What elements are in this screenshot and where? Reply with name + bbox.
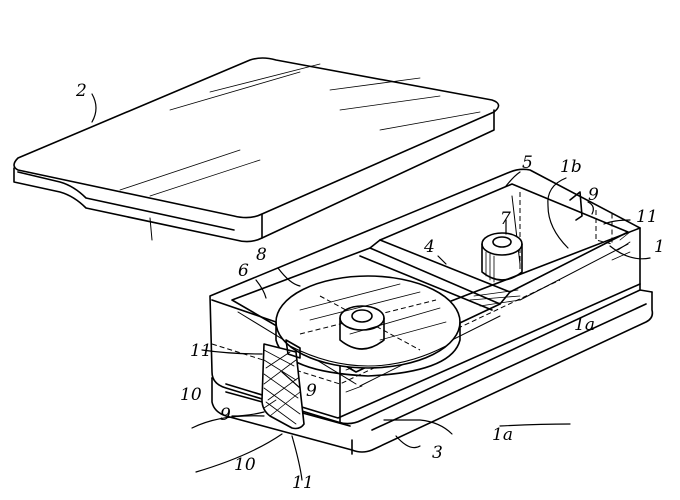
- label-1a-right: 1a: [574, 315, 595, 335]
- label-6: 6: [238, 261, 249, 281]
- lid: [13, 57, 500, 243]
- label-10-upper: 10: [180, 385, 202, 405]
- label-11-top: 11: [636, 207, 658, 227]
- label-5: 5: [522, 153, 533, 173]
- spindle: [481, 232, 523, 283]
- label-10-lower: 10: [234, 455, 256, 475]
- reference-labels: 2 5 1b 9 11 7 1 8 4 6 1a 11 9 10 9 1a 3 …: [75, 81, 665, 493]
- label-1b: 1b: [560, 157, 582, 177]
- label-11-front-lower: 11: [292, 473, 314, 493]
- tape-strip: [261, 191, 583, 430]
- label-2: 2: [75, 81, 87, 101]
- label-7: 7: [500, 209, 511, 229]
- label-3: 3: [432, 443, 443, 463]
- leader-lines: [91, 93, 651, 481]
- label-9-top: 9: [588, 185, 599, 205]
- label-9-front-left: 9: [220, 405, 231, 425]
- label-9-front-right: 9: [306, 381, 317, 401]
- label-11-front-upper: 11: [190, 341, 212, 361]
- label-1: 1: [654, 237, 665, 257]
- label-4: 4: [423, 237, 435, 257]
- label-1a-front: 1a: [492, 425, 513, 445]
- label-8: 8: [256, 245, 267, 265]
